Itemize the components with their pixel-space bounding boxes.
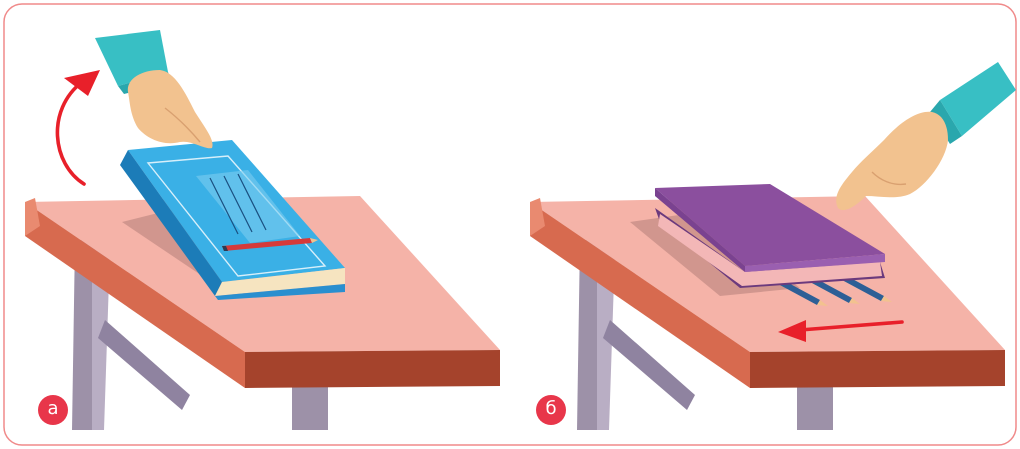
panel-label-b: б bbox=[536, 395, 566, 425]
panel-label-a: а bbox=[38, 395, 68, 425]
